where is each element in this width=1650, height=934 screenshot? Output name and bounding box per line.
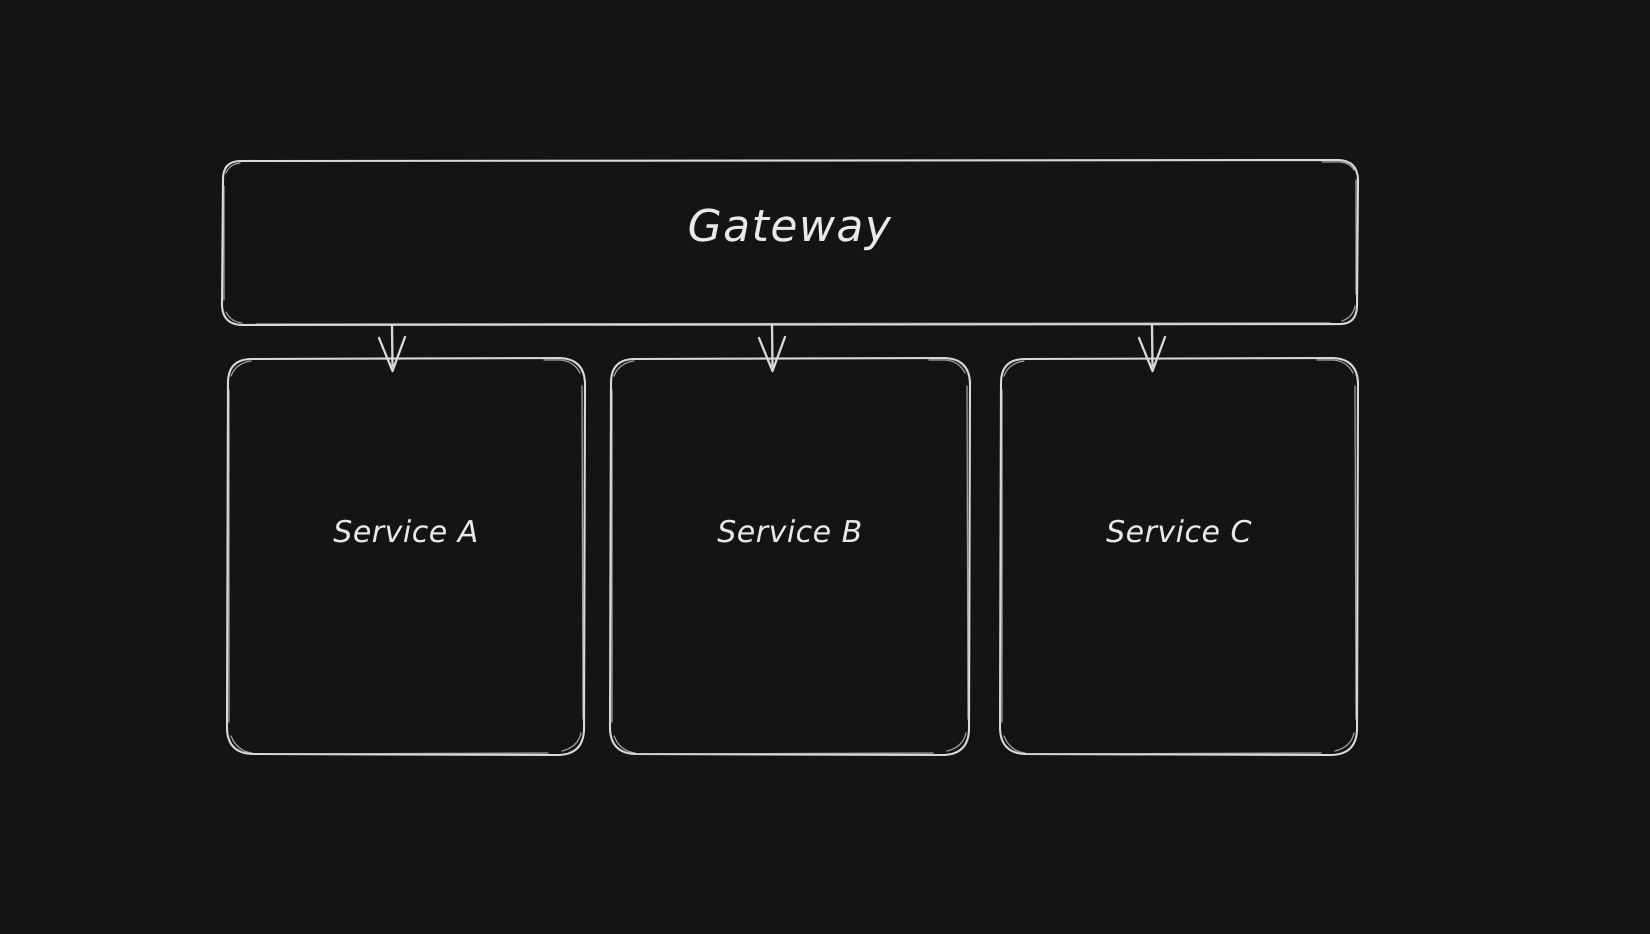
edge-gateway-service-a[interactable] [377, 323, 407, 373]
node-service-c[interactable] [1000, 378, 1358, 755]
node-gateway-shape[interactable] [220, 158, 1360, 327]
node-service-b-shape[interactable] [608, 356, 972, 757]
edge-gateway-service-b[interactable] [757, 323, 787, 373]
node-service-a[interactable] [227, 378, 585, 755]
node-service-c-shape[interactable] [998, 356, 1360, 757]
node-service-a-shape[interactable] [225, 356, 587, 757]
node-service-b[interactable] [610, 378, 970, 755]
edge-gateway-service-c[interactable] [1137, 323, 1167, 373]
node-gateway[interactable] [222, 160, 1358, 325]
